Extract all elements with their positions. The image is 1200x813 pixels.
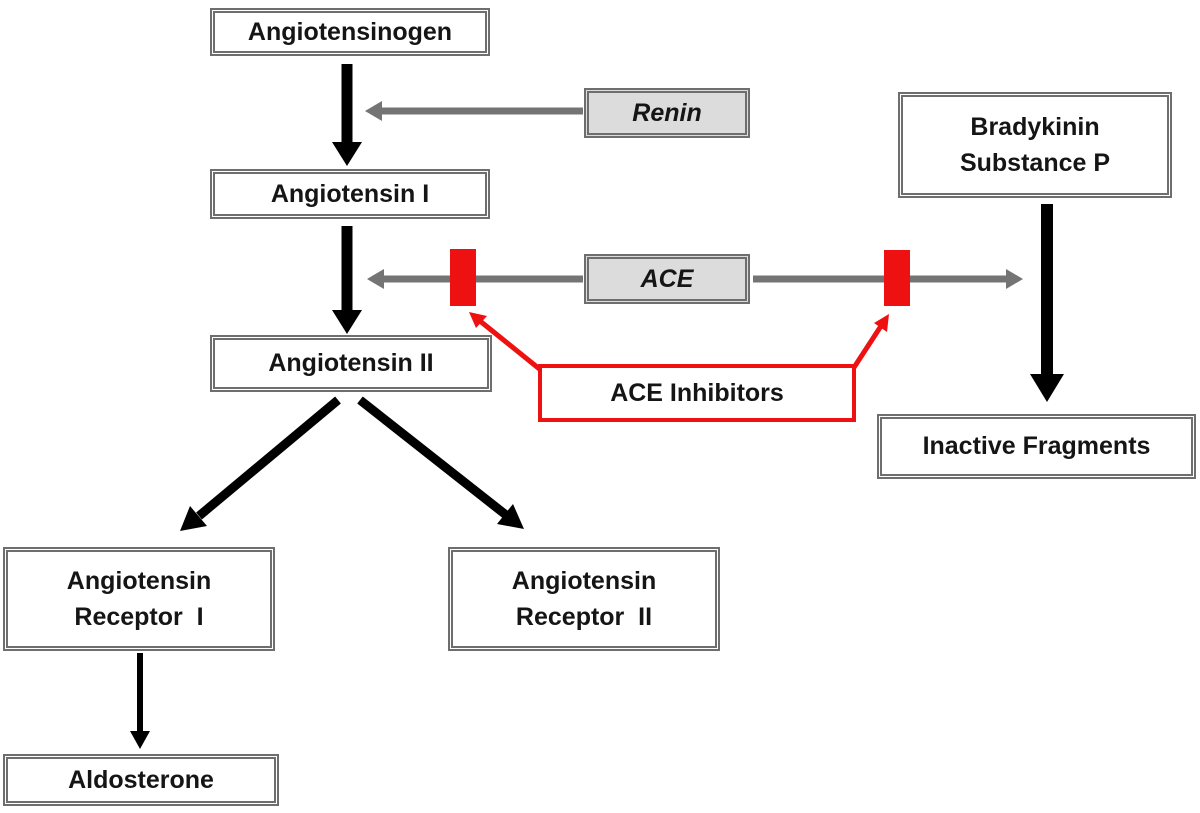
node-renin-label: Renin [632,98,702,127]
node-receptor-ii-line2: Receptor II [515,603,653,631]
arrow-ace-action-left [367,269,583,289]
node-ace-inhibitors-label: ACE Inhibitors [610,378,784,407]
node-aldosterone-label: Aldosterone [68,765,214,794]
node-angiotensin-receptor-i: Angiotensin Receptor I [3,547,275,651]
arrow-angiotensinogen-to-angiotensin-i [332,64,362,166]
node-receptor-i-line2: Receptor I [74,603,204,631]
node-receptor-i-line1: Angiotensin [66,566,212,595]
arrow-renin-action [365,101,583,121]
node-angiotensin-ii: Angiotensin II [210,335,492,392]
node-ace: ACE [584,254,750,304]
node-angiotensin-i-label: Angiotensin I [270,179,430,208]
arrow-ace-inhibitors-to-left-block [469,312,544,373]
arrow-bradykinin-to-inactive-fragments [1030,204,1064,402]
arrow-receptor-i-to-aldosterone [130,653,150,749]
arrow-ace-inhibitors-to-right-block [850,314,889,371]
node-angiotensin-receptor-ii: Angiotensin Receptor II [448,547,720,651]
node-renin: Renin [584,88,750,138]
node-angiotensin-ii-label: Angiotensin II [268,349,434,378]
node-receptor-ii-line1: Angiotensin [511,566,657,595]
node-bradykinin-substance-p: Bradykinin Substance P [898,92,1172,198]
arrow-angiotensin-i-to-angiotensin-ii [332,226,362,334]
inhibition-block-right [884,250,910,306]
node-bradykinin-line2: Substance P [959,149,1111,177]
arrow-angiotensin-ii-to-receptor-ii [357,396,524,529]
node-ace-label: ACE [640,264,694,293]
node-bradykinin-line1: Bradykinin [970,112,1100,141]
node-inactive-fragments: Inactive Fragments [877,414,1196,479]
arrow-ace-action-right [753,269,1023,289]
node-ace-inhibitors: ACE Inhibitors [538,364,856,422]
node-angiotensinogen-label: Angiotensinogen [247,17,453,46]
node-aldosterone: Aldosterone [3,754,279,806]
inhibition-block-left [450,249,476,306]
arrow-angiotensin-ii-to-receptor-i [180,396,341,531]
node-angiotensin-i: Angiotensin I [210,169,490,219]
node-inactive-fragments-label: Inactive Fragments [922,432,1151,461]
node-angiotensinogen: Angiotensinogen [210,8,490,56]
